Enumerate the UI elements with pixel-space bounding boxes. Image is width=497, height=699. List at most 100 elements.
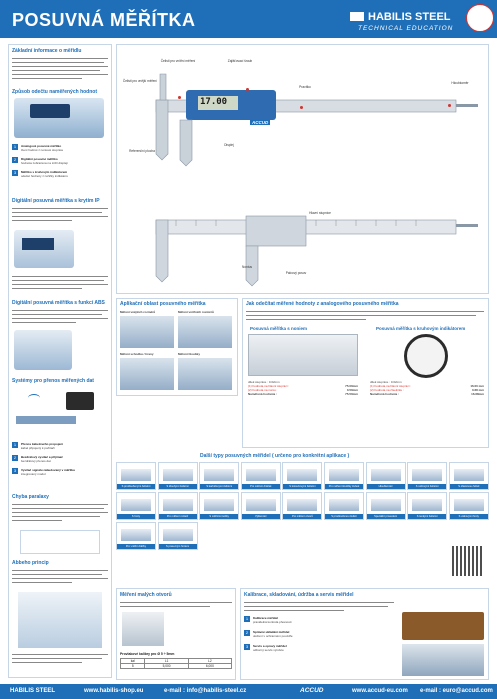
caliper-type-icon (245, 469, 276, 481)
type-tile: S ofsetovou čelistí (448, 462, 489, 490)
label-thumb: Palcový posuv (285, 271, 307, 275)
analog-caliper-illustration (155, 215, 478, 287)
caliper-type-icon (162, 529, 193, 541)
marker-dot (246, 88, 249, 91)
nonius-values: dílek stupnice : 0.02mm (1) hodnota na h… (248, 380, 358, 396)
usage-photo (120, 358, 174, 390)
calibration-machine-image (402, 644, 484, 676)
type-tile: S tenkými čelistmi (407, 492, 448, 520)
digital-caliper-illustration (155, 73, 478, 167)
caliper-type-icon (162, 469, 193, 481)
caliper-type-icon (121, 529, 151, 541)
type-tile: Pro měření roztečí (157, 492, 198, 520)
number-badge: 2 (244, 630, 250, 636)
number-badge: 2 (12, 455, 18, 461)
caliper-type-icon (162, 499, 193, 511)
footer-email-link-2[interactable]: e-mail : euro@accud.com (420, 688, 493, 694)
brand-subtitle: TECHNICAL EDUCATION (358, 25, 454, 32)
label-display: Displej (224, 143, 234, 147)
type-tile-label: Speciální provedení (366, 514, 405, 519)
caliper-type-icon (412, 499, 443, 511)
usage-item: Měření hloubky (178, 352, 234, 392)
usage-photo (178, 316, 232, 348)
caliper-icon (16, 416, 76, 424)
type-tile: S hroty (116, 492, 156, 520)
caliper-type-icon (370, 469, 401, 481)
text-block (12, 274, 108, 294)
footer-email-link[interactable]: e-mail : info@habilis-steel.cz (164, 688, 247, 694)
type-tile-label: Výškoměr (241, 514, 280, 519)
type-tile-label: Pro měření otvorů (283, 514, 322, 519)
label-outer-jaws: Čelisti pro vnější měření (122, 79, 158, 83)
type-tile: S dlouhými čelistmi (157, 462, 198, 490)
text-block (12, 206, 108, 226)
number-badge: 1 (12, 442, 18, 448)
caliper-type-icon (453, 499, 484, 511)
depth-rod (456, 104, 478, 107)
text-block (12, 652, 108, 668)
section-reading: Jak odečítat měřené hodnoty z analogovéh… (246, 301, 399, 307)
caliper-type-icon (245, 499, 276, 511)
type-tile: S válcovými hroty (448, 492, 489, 520)
number-badge: 3 (244, 644, 250, 650)
caliper-type-icon (329, 469, 359, 481)
caliper-type-icon (287, 469, 318, 481)
text-block (244, 600, 394, 612)
label-reference: Referenční plocha (129, 149, 155, 153)
section-abs: Digitální posuvná měřítka s funkcí ABS (12, 300, 105, 306)
wifi-icon (28, 394, 40, 402)
type-tile: S kotoučovými čelistmi (282, 462, 323, 490)
caliper-type-icon (121, 499, 151, 511)
type-tile-label: Pro měření drážek (241, 484, 280, 489)
dial-indicator-icon (404, 334, 448, 378)
dial-title: Posuvná měřítka s kruhovým indikátorem (376, 326, 466, 331)
gauge-table: kal L1 L2 5 5,000 6,000 (119, 658, 233, 669)
caliper-type-icon (204, 499, 235, 511)
seal-icon (466, 4, 494, 32)
text-block (12, 308, 108, 328)
type-tile: S prodlouženou čelistí (324, 492, 364, 520)
footer-web-link-2[interactable]: www.accud-eu.com (352, 688, 408, 694)
analog-outer-jaw (155, 219, 169, 283)
type-tile: S prodlouženými čelistmi (116, 462, 156, 490)
section-errors: Chyba paralaxy (12, 494, 49, 500)
transfer-image (14, 388, 104, 438)
page-title: POSUVNÁ MĚŘÍTKA (12, 10, 196, 30)
footer-brand-2: ACCUD (300, 687, 324, 694)
table-title: Provlakové kalibry pro Ø 5 ÷ 5mm (120, 652, 175, 656)
analog-slider (245, 215, 307, 247)
ip-display (22, 238, 54, 250)
brand-logo-icon (350, 12, 364, 21)
type-tile-label: S ofsetovou čelistí (449, 484, 488, 489)
computer-icon (66, 392, 94, 410)
section-transfer: Systémy pro přenos měřených dat (12, 378, 94, 384)
label-depth: Hloubkoměr (451, 81, 469, 85)
marker-dot (178, 96, 181, 99)
section-units: Měření malých otvorů (120, 592, 172, 598)
brand-name: HABILIS STEEL (368, 11, 451, 23)
nonius-title: Posuvná měřítka s noniem (250, 326, 308, 331)
parallax-diagram (20, 530, 100, 554)
label-inner-jaws: Čelisti pro vnitřní měření (160, 59, 196, 63)
type-tile-label: S posuvným hrotem (158, 544, 197, 549)
number-badge: 3 (12, 468, 18, 474)
caliper-type-icon (287, 499, 318, 511)
footer-web-link[interactable]: www.habilis-shop.eu (84, 688, 144, 694)
type-tile-label: S hroty (117, 514, 155, 519)
type-tile: Hloubkoměr (365, 462, 406, 490)
lcd-display (30, 104, 70, 118)
type-tile-label: S karbidovými čelistmi (200, 484, 239, 489)
label-lock: Zajišťovací šroub (227, 59, 253, 63)
label-vernier: Nonius (242, 265, 252, 269)
section-calibration: Kalibrace, skladování, údržba a servis m… (244, 592, 354, 598)
caliper-type-icon (412, 469, 443, 481)
label-main-scale: Hlavní stupnice (309, 211, 331, 215)
usage-item: Měření vnitřních rozměrů (178, 310, 234, 350)
type-tile-label: S kotoučovými čelistmi (283, 484, 322, 489)
